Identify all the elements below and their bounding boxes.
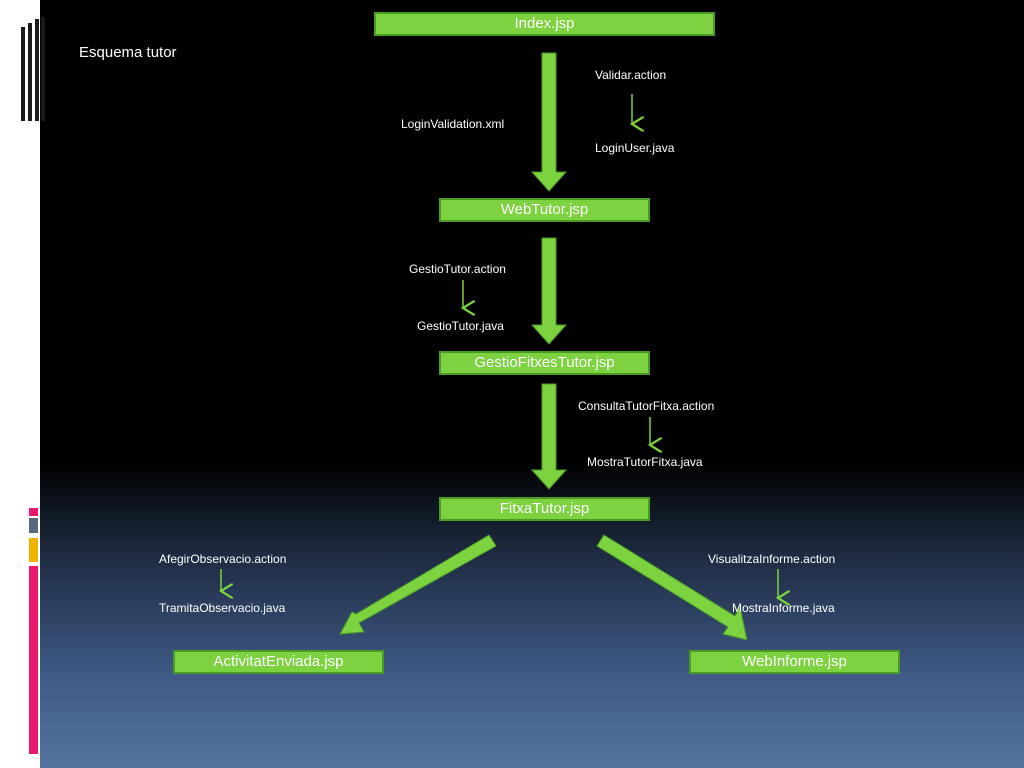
label-consultatutorfitxa-action: ConsultaTutorFitxa.action <box>578 399 715 413</box>
arrow-index-to-webtutor <box>530 52 568 192</box>
label-gestiotutor-action: GestioTutor.action <box>409 262 506 276</box>
accent-block-gold <box>29 538 38 562</box>
arrow-webtutor-to-gestiofitxes <box>530 237 568 345</box>
label-validar-action: Validar.action <box>595 68 667 82</box>
node-activitatenviada-jsp: ActivitatEnviada.jsp <box>173 650 384 674</box>
accent-block-pink-top <box>29 508 38 516</box>
node-webinforme-jsp: WebInforme.jsp <box>689 650 900 674</box>
label-visualitzainforme-action: VisualitzaInforme.action <box>708 552 836 566</box>
label-loginvalidation-xml: LoginValidation.xml <box>401 117 505 131</box>
label-loginuser-java: LoginUser.java <box>595 141 675 155</box>
label-mostratutorfitxa-java: MostraTutorFitxa.java <box>587 455 703 469</box>
label-mostrainforme-java: MostraInforme.java <box>732 601 835 615</box>
slide-decoration-icon <box>21 17 45 121</box>
node-webtutor-jsp: WebTutor.jsp <box>439 198 650 222</box>
slide-title: Esquema tutor <box>79 44 177 61</box>
arrow-fitxatutor-to-webinforme <box>596 534 748 641</box>
arrow-fitxatutor-to-activitatenviada <box>339 534 497 635</box>
label-gestiotutor-java: GestioTutor.java <box>417 319 504 333</box>
node-gestiofitxestutor-jsp: GestioFitxesTutor.jsp <box>439 351 650 375</box>
accent-block-pink-long <box>29 566 38 754</box>
node-index-jsp: Index.jsp <box>374 12 715 36</box>
accent-block-slate <box>29 518 38 533</box>
label-afegirobservacio-action: AfegirObservacio.action <box>159 552 287 566</box>
node-fitxatutor-jsp: FitxaTutor.jsp <box>439 497 650 521</box>
label-tramitaobservacio-java: TramitaObservacio.java <box>159 601 286 615</box>
arrow-gestiofitxes-to-fitxatutor <box>530 383 568 490</box>
